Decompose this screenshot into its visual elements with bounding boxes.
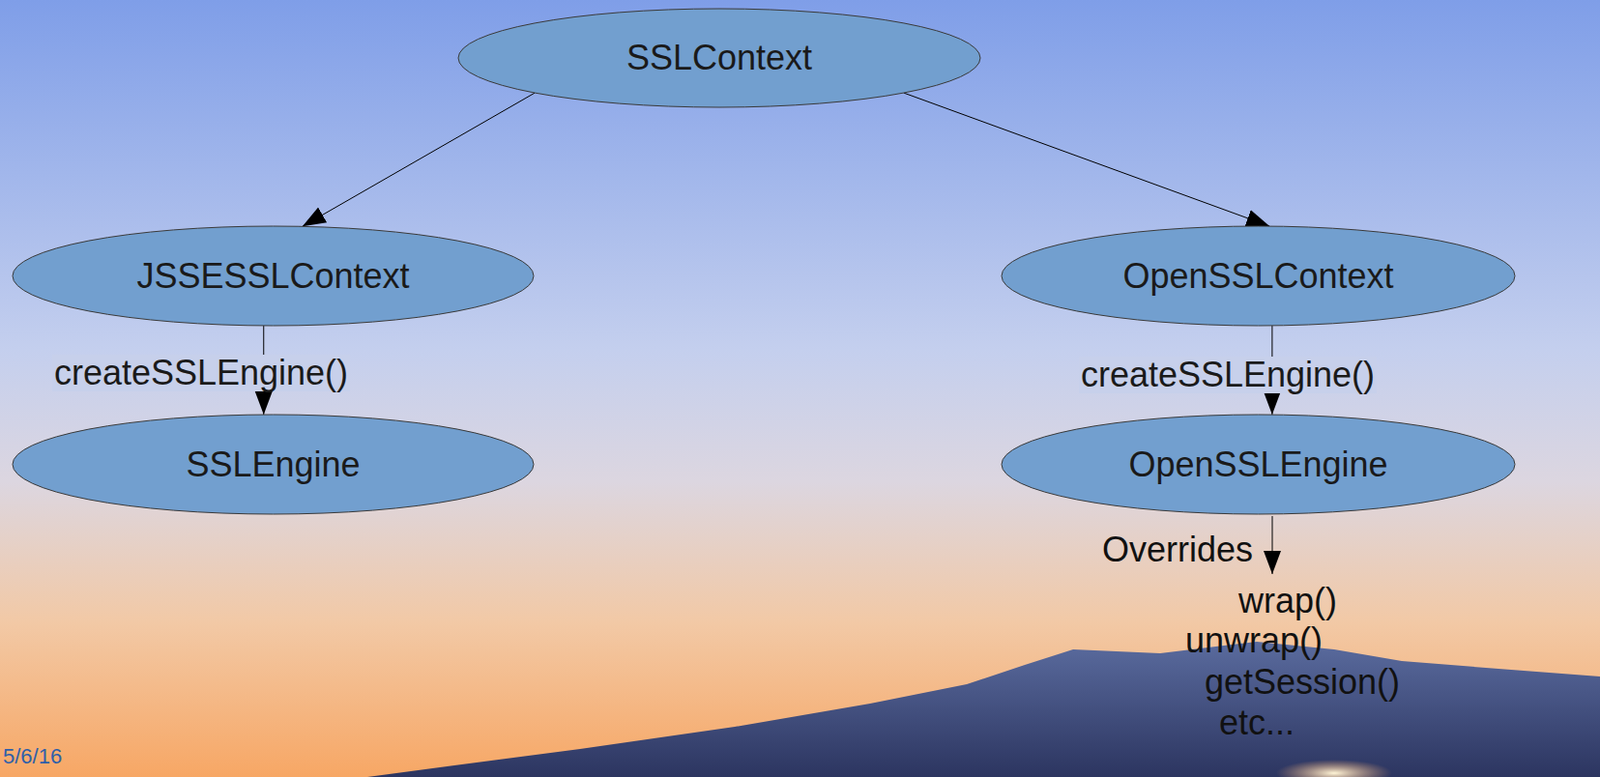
edge-label: createSSLEngine() <box>1078 356 1377 394</box>
arrow-connector <box>903 92 1270 227</box>
ellipse-shape <box>1001 226 1515 326</box>
method-name: wrap() <box>1238 581 1338 621</box>
arrow-connector <box>302 92 535 227</box>
mountain-silhouette <box>367 641 1600 777</box>
method-name: etc... <box>1219 703 1295 743</box>
node-label: OpenSSLContext <box>1122 257 1394 296</box>
method-name: getSession() <box>1204 663 1400 702</box>
class-ellipse: OpenSSLEngine <box>1000 413 1516 516</box>
class-ellipse: OpenSSLContext <box>1000 225 1516 327</box>
node-label: SSLContext <box>626 38 813 78</box>
node-label: SSLEngine <box>185 445 360 485</box>
class-ellipse: JSSESSLContext <box>11 225 535 327</box>
ellipse-shape <box>12 414 534 515</box>
node-label: JSSESSLContext <box>136 257 409 296</box>
method-name: unwrap() <box>1185 621 1323 661</box>
edge-label: createSSLEngine() <box>52 354 350 392</box>
relation-label: Overrides <box>1102 530 1253 570</box>
date-footer: 5/6/16 <box>2 744 62 770</box>
ellipse-shape <box>458 8 981 108</box>
class-ellipse: SSLEngine <box>11 413 535 516</box>
node-label: OpenSSLEngine <box>1128 445 1388 485</box>
ellipse-shape <box>1001 414 1515 515</box>
class-ellipse: SSLContext <box>457 7 982 109</box>
sun-glow <box>1276 759 1393 777</box>
overrides-arrow <box>1272 516 1274 575</box>
ellipse-shape <box>12 226 534 326</box>
